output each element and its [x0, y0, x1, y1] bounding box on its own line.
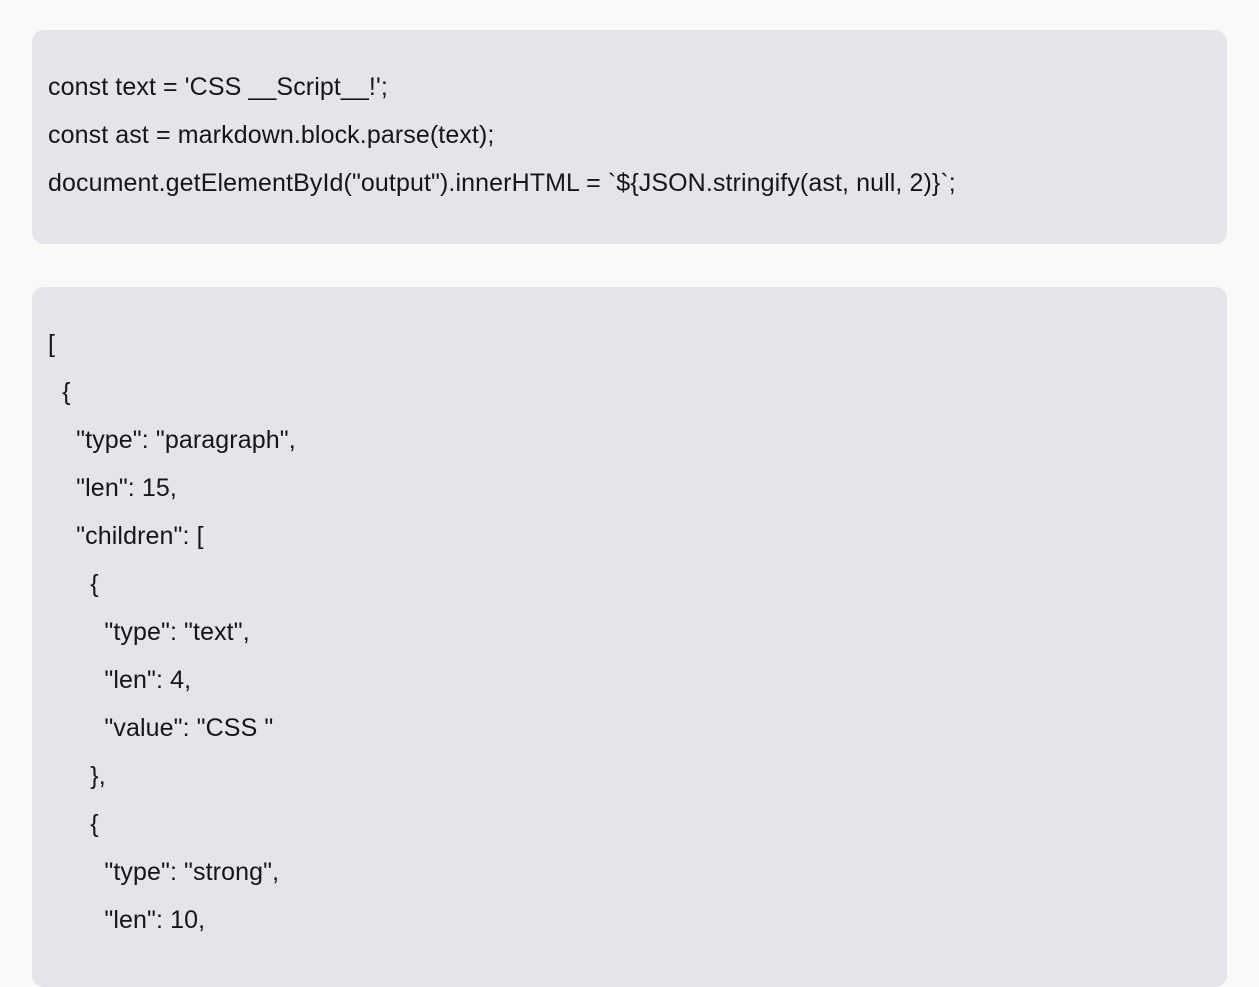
json-ast-output-code-block: [ { "type": "paragraph", "len": 15, "chi…	[32, 287, 1227, 987]
code-line: document.getElementById("output").innerH…	[48, 169, 956, 197]
code-line: "children": [	[48, 522, 204, 550]
code-line: "len": 10,	[48, 906, 206, 934]
code-line: {	[48, 570, 99, 598]
code-line: "type": "text",	[48, 618, 250, 646]
code-line: "value": "CSS "	[48, 714, 274, 742]
code-line: {	[48, 378, 71, 406]
code-line: "len": 4,	[48, 666, 192, 694]
code-line: "type": "strong",	[48, 858, 280, 886]
code-line: "len": 15,	[48, 474, 177, 502]
javascript-source-code-block: const text = 'CSS __Script__!';const ast…	[32, 30, 1227, 244]
code-line: const text = 'CSS __Script__!';	[48, 73, 388, 101]
code-line: "type": "paragraph",	[48, 426, 296, 454]
code-line: },	[48, 762, 106, 790]
code-line: [	[48, 330, 56, 358]
code-line: const ast = markdown.block.parse(text);	[48, 121, 495, 149]
page-root: const text = 'CSS __Script__!';const ast…	[32, 30, 1227, 987]
code-line: {	[48, 810, 99, 838]
